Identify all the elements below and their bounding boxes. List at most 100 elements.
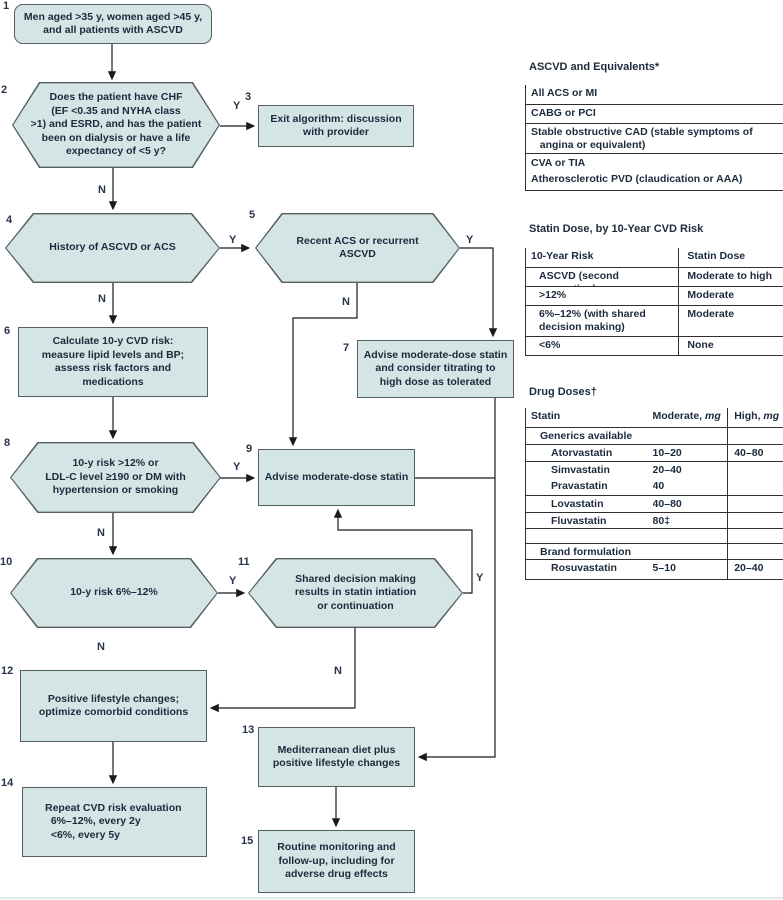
edge-label-yes-11-9: Y	[476, 572, 484, 584]
flow-node-4-text: History of ASCVD or ACS	[49, 241, 176, 254]
flow-node-2-text: Does the patient have CHF (EF <0.35 and …	[30, 91, 202, 158]
drug-col3-header-unit: mg	[763, 410, 780, 422]
flow-node-13: Mediterranean diet plus positive lifesty…	[258, 727, 415, 787]
table-row: 6%–12% (with shared decision making) Mod…	[526, 305, 783, 336]
edge-label-yes-4-5: Y	[229, 234, 237, 246]
edge-label-no-4-6: N	[98, 293, 106, 305]
flow-node-6-text: Calculate 10-y CVD risk: measure lipid l…	[41, 335, 185, 388]
table-row: Rosuvastatin 5–10 20–40	[526, 559, 783, 579]
edge-label-yes-5-7: Y	[466, 234, 474, 246]
statin-name: Simvastatin	[551, 464, 610, 476]
step-number-8: 8	[4, 437, 11, 449]
high-dose	[727, 462, 783, 478]
table-row: All ACS or MI	[526, 85, 783, 104]
flow-node-14: Repeat CVD risk evaluation 6%–12%, every…	[22, 787, 207, 857]
drug-col2-header-unit: mg	[705, 410, 721, 422]
brand-section-label: Brand formulation only	[540, 546, 631, 558]
table-header-row: Statin Moderate, mg High, mg	[526, 408, 783, 427]
high-dose	[727, 478, 783, 495]
step-number-9: 9	[246, 443, 253, 455]
flow-node-9: Advise moderate-dose statin	[258, 449, 415, 506]
drug-col2-header-label: Moderate,	[652, 410, 706, 422]
flow-node-14-text: Repeat CVD risk evaluation 6%–12%, every…	[45, 801, 182, 841]
flow-node-4-fill	[6, 214, 219, 282]
edge-label-yes-8-9: Y	[233, 461, 241, 473]
edge-label-no-11-12: N	[334, 665, 342, 677]
statin-name: Fluvastatin	[551, 515, 607, 527]
ascvd-row-2: CABG or PCI	[531, 107, 596, 119]
risk-cell: >12%	[539, 289, 567, 301]
dose-cell: None	[678, 337, 783, 355]
flow-node-9-text: Advise moderate-dose statin	[264, 470, 409, 483]
table-row: >12% Moderate	[526, 286, 783, 305]
flow-node-12: Positive lifestyle changes; optimize com…	[20, 670, 207, 742]
moderate-dose: 80‡	[652, 515, 671, 527]
statin-name: Atorvastatin	[551, 447, 613, 459]
edge-label-yes-2-3: Y	[233, 100, 241, 112]
flow-node-4: History of ASCVD or ACS	[5, 213, 220, 283]
moderate-dose: 40–80	[652, 498, 682, 510]
flow-node-10-fill	[11, 559, 217, 627]
table-row: Fluvastatin 80‡	[526, 512, 783, 528]
flow-node-7-text: Advise moderate-dose statin and consider…	[363, 348, 508, 388]
table-row: Stable obstructive CAD (stable symptoms …	[526, 123, 783, 153]
ascvd-row-1: All ACS or MI	[531, 87, 598, 99]
statin-dose-col2-header: Statin Dose	[678, 248, 783, 267]
flow-node-11-fill	[249, 559, 462, 627]
moderate-dose: 40	[652, 480, 665, 492]
flow-node-5-fill	[256, 214, 459, 282]
empty-cell	[653, 529, 728, 543]
flow-node-3-text: Exit algorithm: discussion with provider	[270, 112, 402, 139]
empty-cell	[727, 529, 783, 543]
flow-node-11-text: Shared decision making results in statin…	[294, 572, 417, 612]
step-number-10: 10	[0, 556, 13, 568]
flow-node-2-fill	[13, 83, 219, 167]
empty-cell	[526, 529, 653, 543]
flow-node-11: Shared decision making results in statin…	[248, 558, 463, 628]
drug-col2-header: Moderate, mg	[653, 408, 728, 427]
flow-node-13-text: Mediterranean diet plus positive lifesty…	[272, 743, 401, 770]
step-number-12: 12	[1, 665, 14, 677]
step-number-4: 4	[6, 214, 13, 226]
high-dose	[727, 513, 783, 528]
flow-node-8-fill	[11, 443, 220, 512]
high-dose: 20–40	[727, 560, 783, 579]
flow-node-10: 10-y risk 6%–12%	[10, 558, 218, 628]
generics-section-label: Generics available	[540, 430, 633, 442]
high-dose: 40–80	[727, 445, 783, 461]
flow-node-10-text: 10-y risk 6%–12%	[70, 586, 158, 599]
step-number-2: 2	[1, 84, 8, 96]
step-number-11: 11	[238, 556, 250, 568]
moderate-dose: 5–10	[652, 562, 676, 574]
step-number-1: 1	[3, 0, 10, 12]
empty-cell	[653, 544, 728, 559]
table-section-row: Generics available	[526, 427, 783, 444]
flow-node-1: Men aged >35 y, women aged >45 y, and al…	[14, 4, 212, 44]
edge-label-no-10-12: N	[97, 641, 105, 653]
drug-doses-table-title: Drug Doses†	[529, 386, 597, 398]
table-row: Simvastatin 20–40	[526, 461, 783, 478]
ascvd-table: All ACS or MI CABG or PCI Stable obstruc…	[525, 85, 783, 191]
statin-name: Pravastatin	[551, 480, 608, 492]
table-row: Lovastatin 40–80	[526, 495, 783, 512]
flow-node-8: 10-y risk >12% or LDL-C level ≥190 or DM…	[10, 442, 221, 513]
edge-label-yes-10-11: Y	[229, 575, 237, 587]
table-row: CABG or PCI	[526, 104, 783, 123]
edge-label-no-2-4: N	[98, 184, 106, 196]
drug-col3-header: High, mg	[727, 408, 783, 427]
flow-node-15-text: Routine monitoring and follow-up, includ…	[277, 841, 396, 881]
step-number-6: 6	[4, 325, 11, 337]
statin-dose-col1-header: 10-Year Risk	[531, 250, 594, 262]
dose-cell: Moderate	[678, 306, 783, 336]
statin-name: Rosuvastatin	[551, 562, 617, 574]
empty-cell	[727, 544, 783, 559]
table-row: Atorvastatin 10–20 40–80	[526, 444, 783, 461]
step-number-14: 14	[1, 777, 14, 789]
step-number-5: 5	[249, 209, 256, 221]
step-number-15: 15	[241, 835, 254, 847]
flow-node-15: Routine monitoring and follow-up, includ…	[258, 830, 415, 893]
drug-col3-header-label: High,	[734, 410, 764, 422]
table-row: Pravastatin 40	[526, 478, 783, 495]
flow-node-8-text: 10-y risk >12% or LDL-C level ≥190 or DM…	[45, 457, 186, 497]
